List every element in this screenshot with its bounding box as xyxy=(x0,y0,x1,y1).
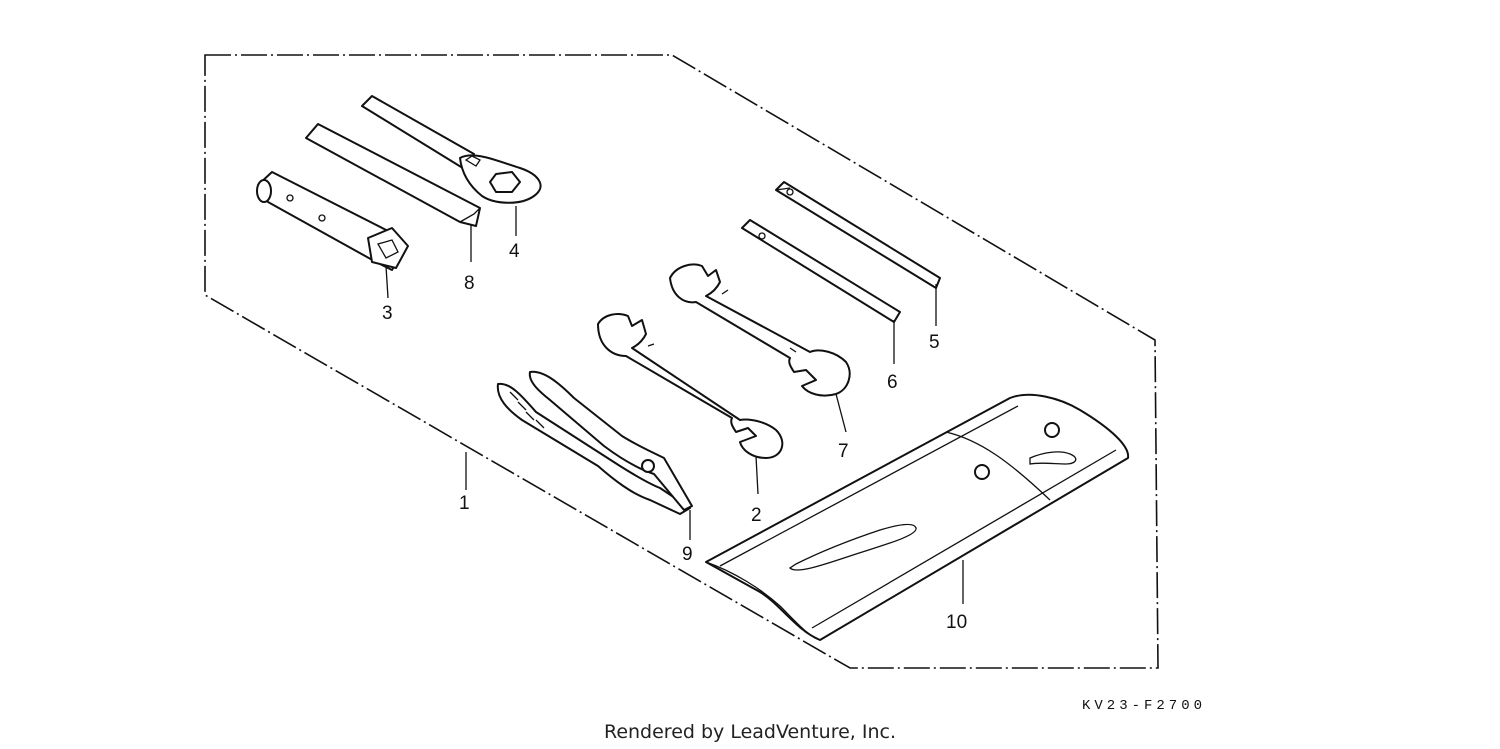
part-handle-bar[interactable] xyxy=(305,123,481,227)
part-screwdriver-flat[interactable] xyxy=(741,219,901,323)
callout-5[interactable]: 5 xyxy=(929,332,940,353)
callout-2[interactable]: 2 xyxy=(751,505,762,526)
callout-1[interactable]: 1 xyxy=(459,493,470,514)
callout-4[interactable]: 4 xyxy=(509,241,520,262)
callout-6[interactable]: 6 xyxy=(887,372,898,393)
callout-9[interactable]: 9 xyxy=(682,544,693,565)
credit-line: Rendered by LeadVenture, Inc. xyxy=(604,721,896,743)
callout-3[interactable]: 3 xyxy=(382,303,393,324)
part-pliers[interactable] xyxy=(496,370,693,515)
assembly-boundary xyxy=(204,54,1159,669)
callout-8[interactable]: 8 xyxy=(464,273,475,294)
part-open-end-wrench-lower[interactable] xyxy=(597,313,784,459)
drawing-code: KV23-F2700 xyxy=(1082,698,1206,714)
part-box-wrench[interactable] xyxy=(361,95,542,204)
part-plug-wrench[interactable] xyxy=(256,171,409,271)
leader-lines xyxy=(385,206,964,604)
part-open-end-wrench-upper[interactable] xyxy=(669,263,851,397)
callout-7[interactable]: 7 xyxy=(838,441,849,462)
callout-10[interactable]: 10 xyxy=(946,612,967,633)
part-screwdriver-phillips[interactable] xyxy=(775,181,941,289)
part-tool-bag[interactable] xyxy=(705,393,1130,641)
